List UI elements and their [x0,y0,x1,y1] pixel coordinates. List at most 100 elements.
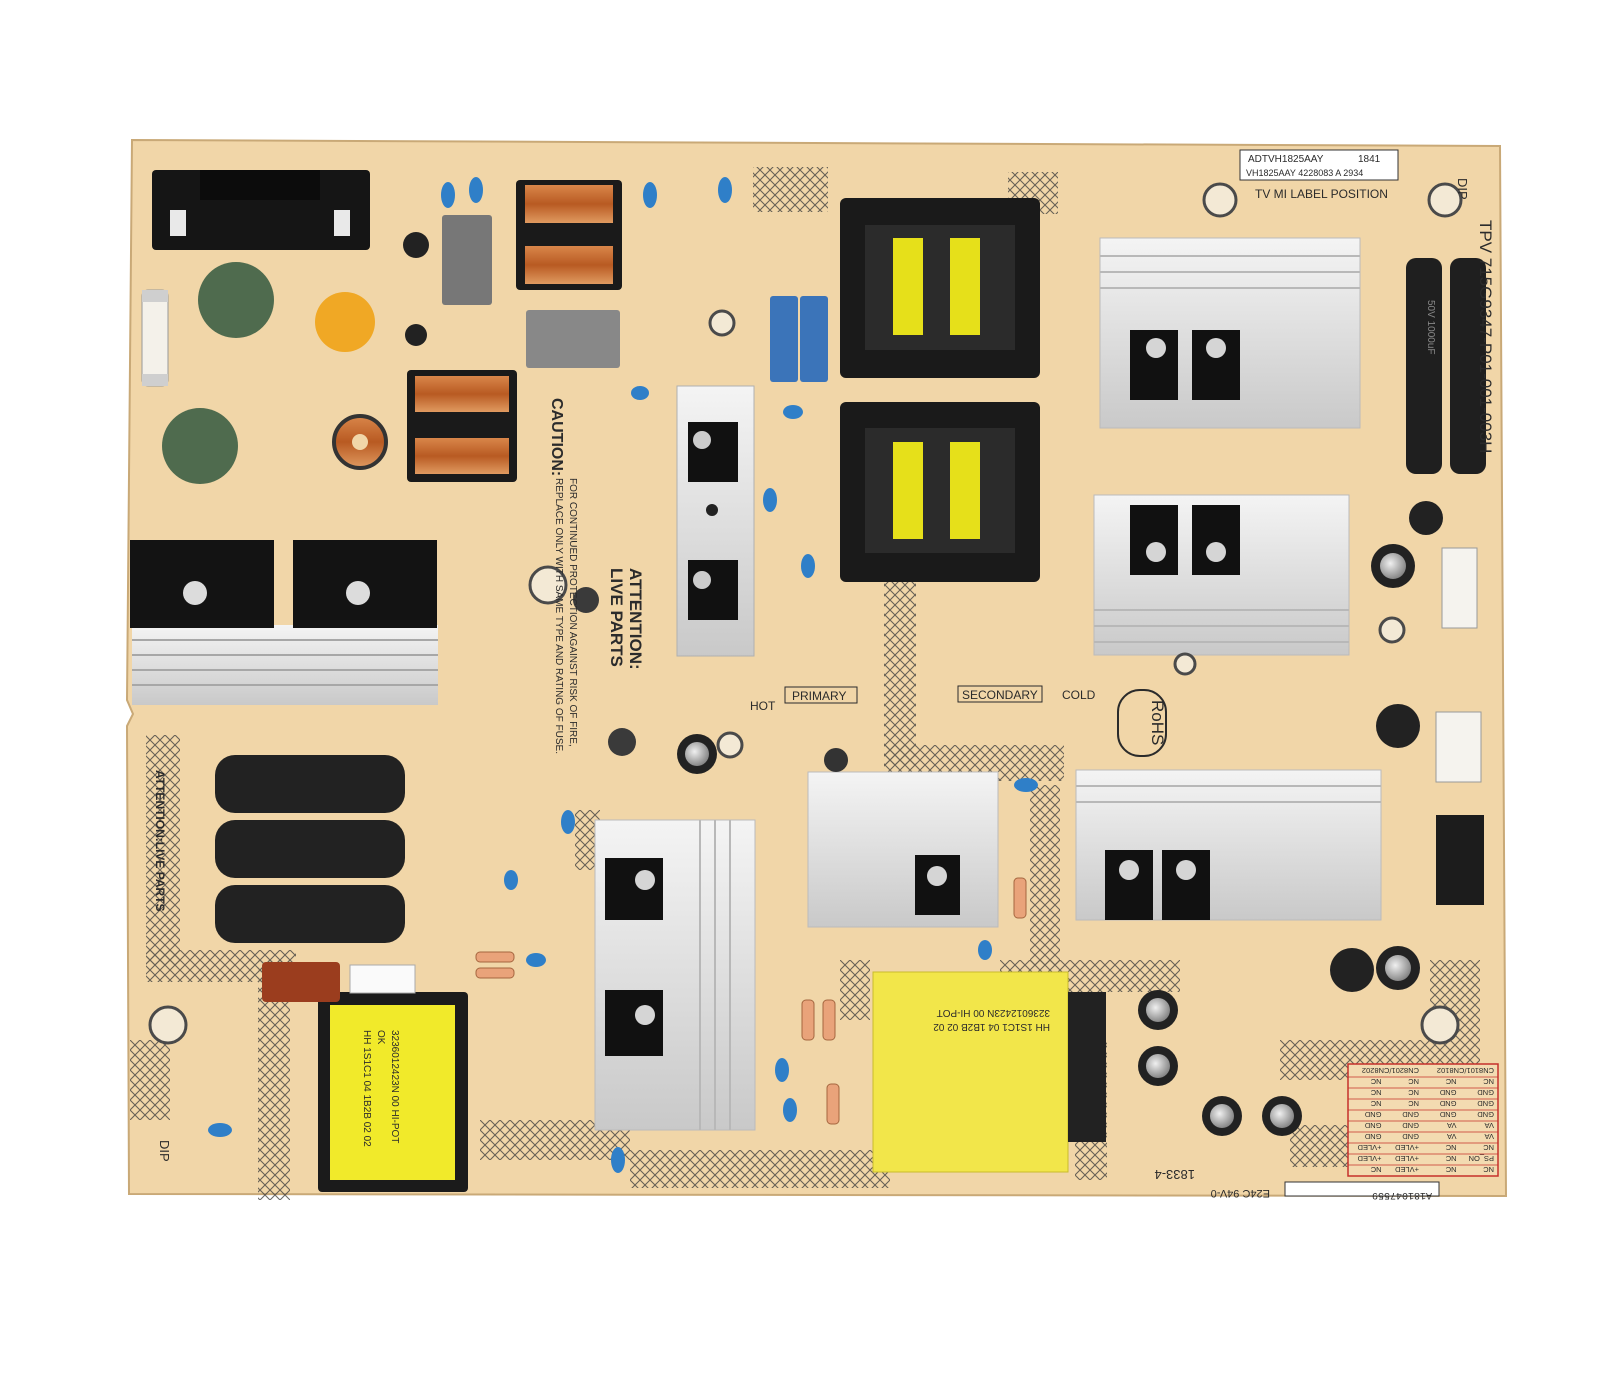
pin-table-cell: GND [1402,1121,1419,1130]
top-product-label [1239,149,1399,181]
pin-table-cell: GND [1402,1110,1419,1119]
bridge-rectifier-heatsink [130,540,438,705]
mounting-holes [148,182,1463,1045]
resistors [475,877,1027,1125]
transformer-label-3: HH 1S1C1 04 1B2B 02 02 [361,1030,372,1147]
lower-center-heatsink [594,819,756,1131]
bulk-capacitors [215,755,405,943]
rectifier-heatsink-bottom-right [1075,769,1382,921]
pin-table-cell: NC [1408,1088,1419,1097]
lower-right-center-heatsink [807,771,999,928]
pin-table-cell: NC [1445,1165,1456,1174]
main-transformer-1 [840,198,1040,378]
fuse [141,289,169,387]
y-capacitor [315,292,375,352]
dip-bottom: DIP [157,1140,172,1162]
secondary-box [957,685,1043,703]
pin-table-cell: NC [1370,1088,1381,1097]
ac-inlet-connector [152,170,370,250]
pin-table-cell: NC [1370,1099,1381,1108]
ul-mark: E24C 94V-0 [1211,1187,1270,1199]
pin-table-cell: NC [1370,1165,1381,1174]
pin-table-cell: +VLED [1394,1154,1419,1163]
primary-box [784,686,858,704]
pin-table-cell: NC [1483,1077,1494,1086]
standby-transformer [318,992,468,1192]
pin-table-cell: GND [1439,1099,1456,1108]
pin-table-cell: PS_ON [1469,1154,1494,1163]
pin-table-cell: GND [1364,1110,1381,1119]
white-resistor [349,964,416,994]
pin-table-cell: GND [1477,1110,1494,1119]
common-mode-choke-2 [407,370,517,482]
pin-table-cell: NC [1408,1077,1419,1086]
film-capacitor [262,962,340,1002]
x-capacitor [526,310,620,368]
pin-table-cell: VA [1485,1121,1494,1130]
pin-table-cell: VA [1447,1121,1456,1130]
cold-label: COLD [1062,688,1096,702]
transformer-label-1: 3236012423N 00 HI-POT [389,1030,400,1143]
blue-capacitor [770,296,798,382]
pin-table-cell: NC [1483,1165,1494,1174]
output-capacitors [1406,258,1486,474]
dip-top: DIP [1455,178,1470,200]
toroid-inductor [332,414,388,470]
yellow-block-label-2: HH 1S1C1 04 1B2B 02 02 [933,1021,1050,1032]
top-label-code: 1841 [1358,154,1381,165]
transformer-label-2: OK [375,1030,386,1045]
pin-table-cell: GND [1477,1099,1494,1108]
small-electrolytic-caps [403,232,1443,1136]
bottom-serial: A181047559 [1372,1189,1432,1200]
pfc-heatsink [676,385,755,657]
pin-table-header: CN8201/CN8202 [1362,1066,1419,1075]
common-mode-choke-1 [516,180,622,290]
mi-label-position: TV MI LABEL POSITION [1255,187,1388,201]
pin-table-cell: NC [1370,1077,1381,1086]
top-label-line1: ADTVH1825AAY [1248,154,1324,165]
pin-table-cell: GND [1477,1088,1494,1097]
cap-rating: 50V 1000uF [1425,300,1436,355]
pin-table-header: CN8101/CN8102 [1437,1066,1494,1075]
pin-table-cell: GND [1364,1132,1381,1141]
pin-table-cell: +VLED [1394,1165,1419,1174]
pin-table-cell: NC [1483,1143,1494,1152]
pin-table-cell: NC [1445,1077,1456,1086]
pin-table-cell: GND [1439,1088,1456,1097]
rectifier-heatsink-top [1099,237,1361,429]
pin-table-cell: GND [1364,1121,1381,1130]
primary-label: PRIMARY [792,689,846,703]
caution-title: CAUTION: [548,398,565,476]
caution-text-1: FOR CONTINUED PROTECTION AGAINST RISK OF… [567,478,578,747]
yellow-block-label-1: 3236012423N 00 HI-POT [937,1007,1050,1018]
pin-table-cell: NC [1445,1143,1456,1152]
pin-table-cell: +VLED [1357,1143,1382,1152]
varistor [162,408,238,484]
connector-cn8102 [1436,815,1484,905]
model-number: TPV 715G9347-P01-001-003H [1476,220,1495,453]
attention-title: ATTENTION: [626,568,645,670]
date-code: 1833-4 [1155,1167,1195,1182]
pin-assignment-table: NC NC +VLED NC PS_ON NC +VLED +VLED NC NC +VLED +VL… [1347,1063,1499,1177]
rectifier-heatsink-mid [1093,494,1350,656]
pin-table-cell: VA [1485,1132,1494,1141]
main-transformer-2 [840,402,1040,582]
connector-cn9202 [1441,547,1478,629]
rohs-mark-border [1117,689,1167,757]
blue-capacitor [800,296,828,382]
pin-table-cell: GND [1402,1132,1419,1141]
rohs-mark: RoHS [1148,700,1167,745]
bottom-serial-label [1284,1181,1440,1197]
pin-table-cell: NC [1408,1099,1419,1108]
varistor [198,262,274,338]
connector-cn8201 [1435,711,1482,783]
pin-table-cell: NC [1445,1154,1456,1163]
pin-table-cell: +VLED [1394,1143,1419,1152]
hot-label: HOT [750,699,776,713]
pin-table-cell: +VLED [1357,1154,1382,1163]
caution-text-2: REPLACE ONLY WITH SAME TYPE AND RATING O… [553,478,564,754]
attention-live-parts: LIVE PARTS [607,568,626,667]
ceramic-capacitors [208,177,1038,1173]
pin-table-cell: GND [1439,1110,1456,1119]
